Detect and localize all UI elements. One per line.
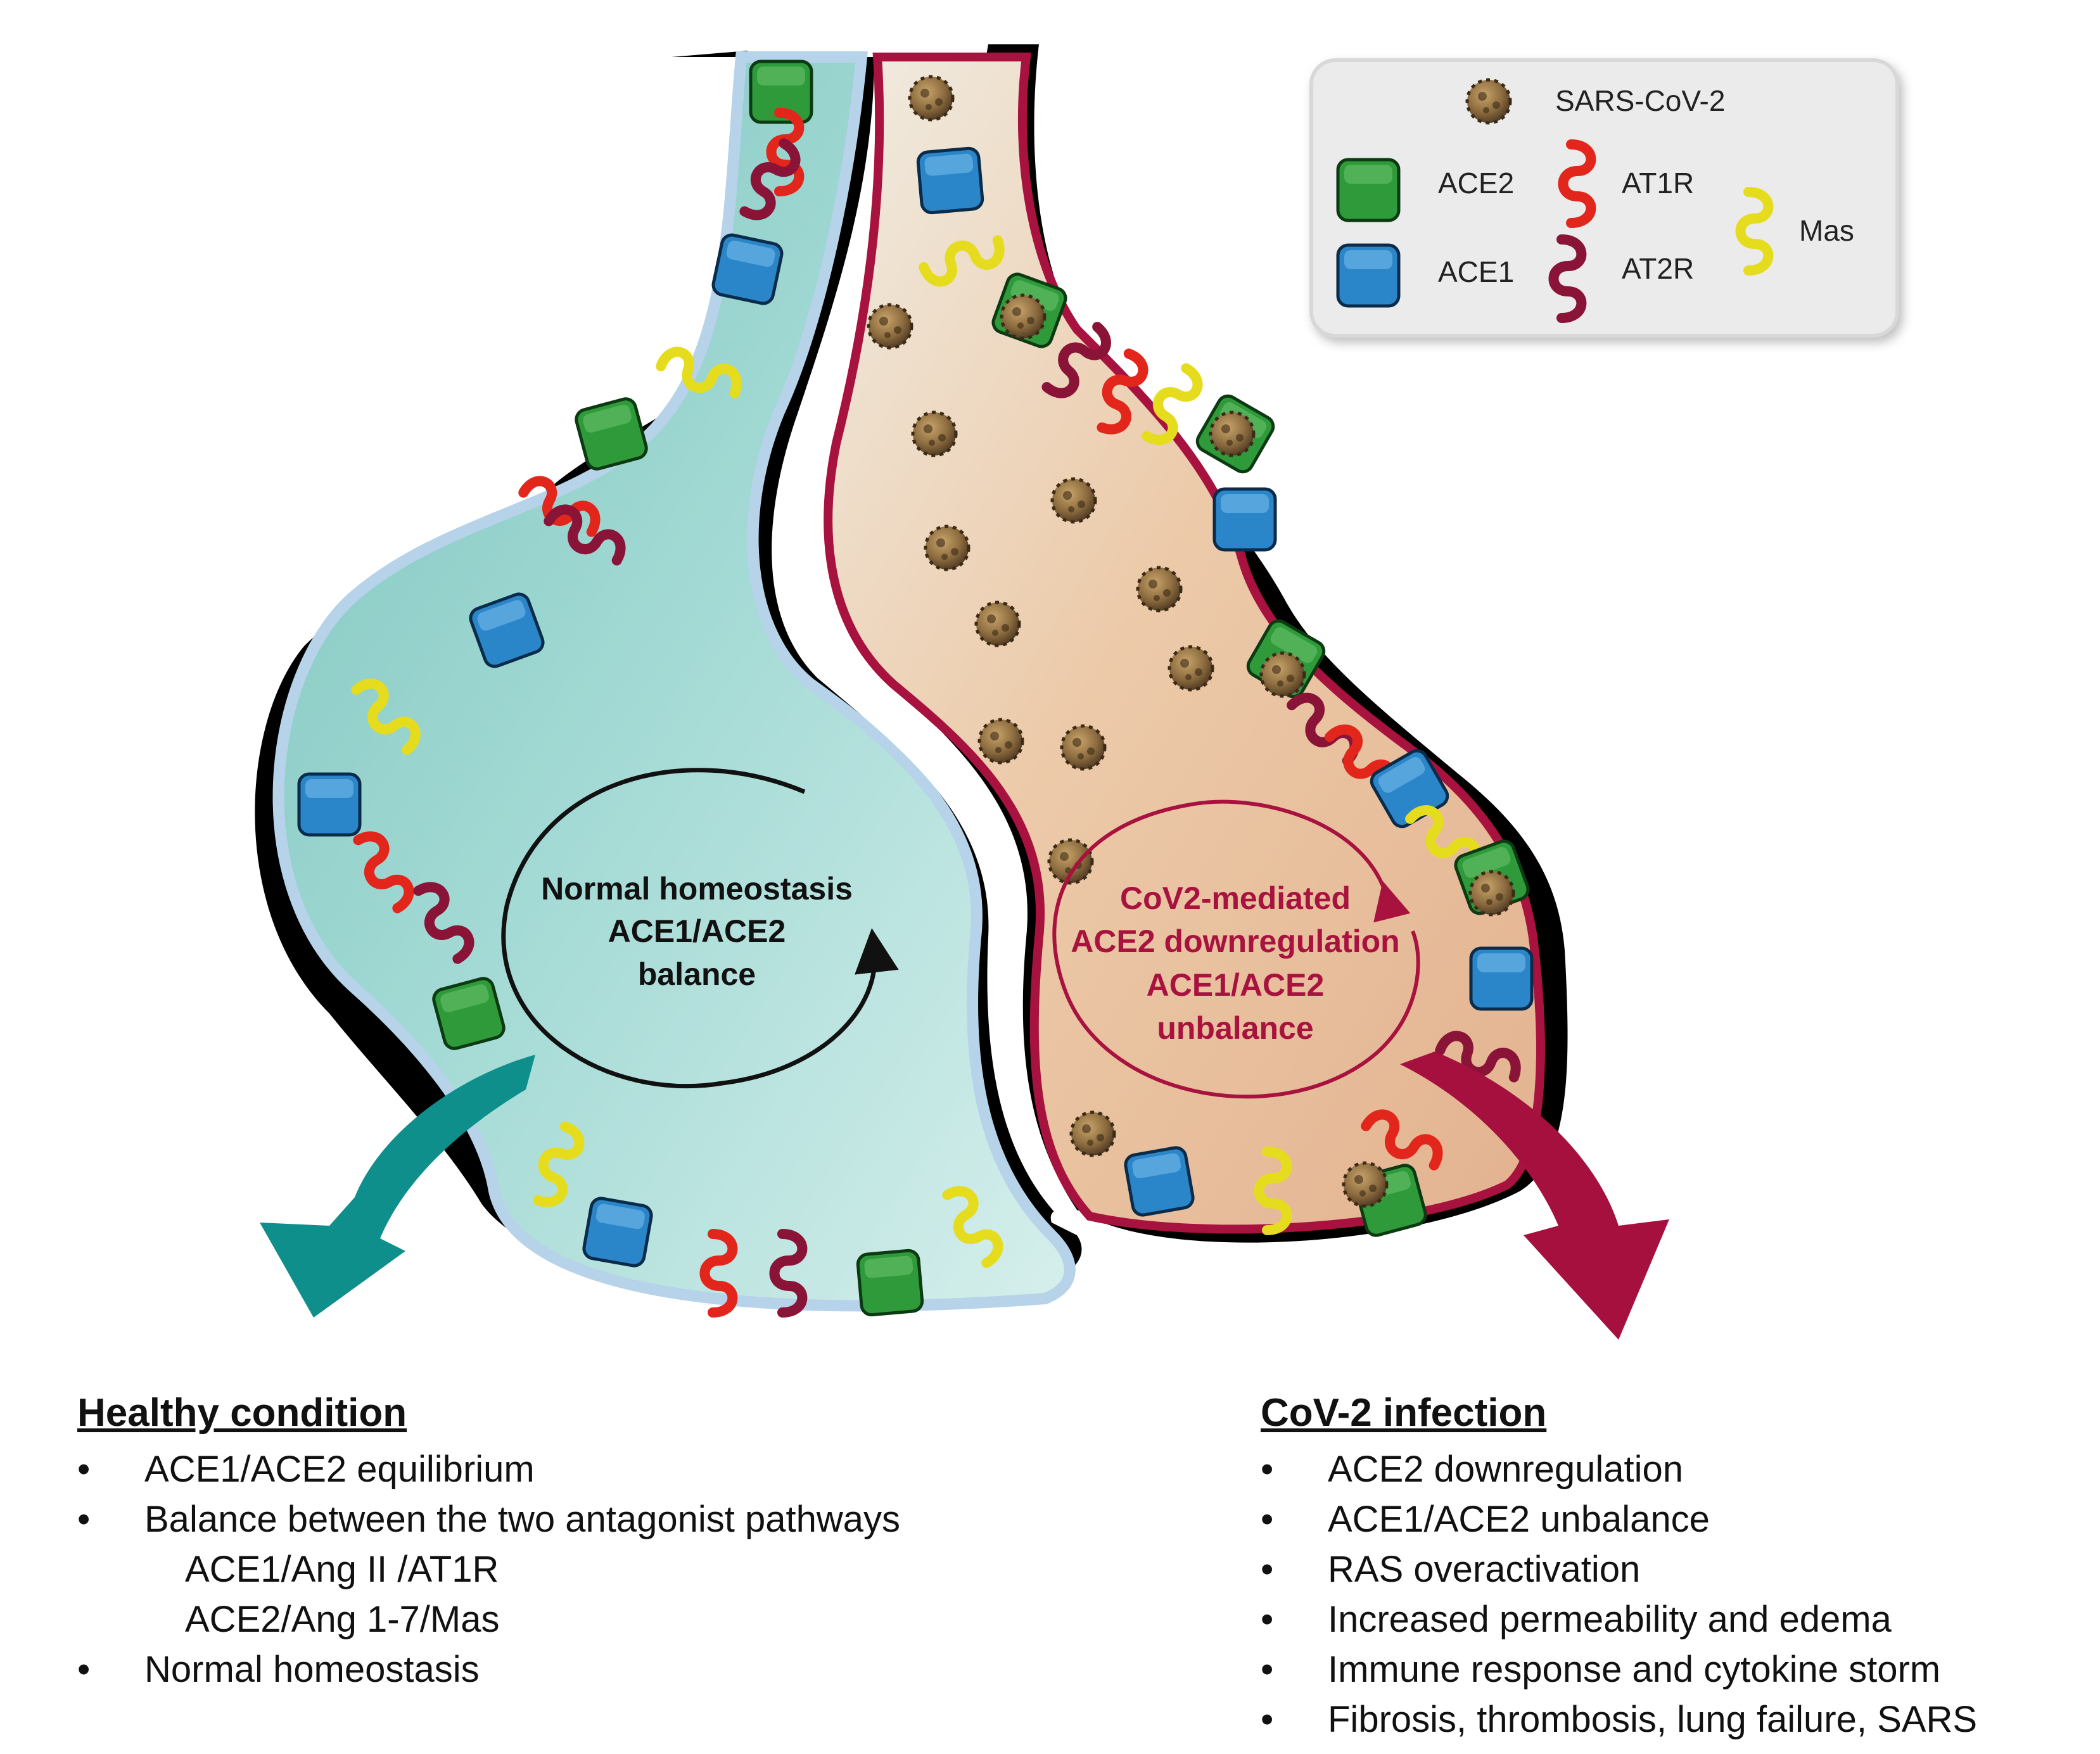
bullet: • xyxy=(1261,1599,1274,1640)
infection-outcome-arrow xyxy=(1400,1052,1669,1340)
healthy-center-label: Normal homeostasis ACE1/ACE2 balance xyxy=(541,871,853,992)
ace1-receptor xyxy=(582,1197,652,1267)
legend-mas-label: Mas xyxy=(1799,214,1854,247)
ace1-receptor xyxy=(917,148,983,213)
list-item: • Increased permeability and edema xyxy=(1261,1594,1977,1644)
list-item-text: ACE2 downregulation xyxy=(1328,1449,1684,1490)
list-item: • ACE2 downregulation xyxy=(1261,1444,1977,1494)
virus-icon xyxy=(1467,80,1510,123)
ace1-receptor xyxy=(1471,948,1532,1009)
center-line: ACE1/ACE2 xyxy=(1147,967,1325,1003)
bullet: • xyxy=(1261,1699,1274,1740)
ace1-receptor xyxy=(711,233,784,305)
ace2-receptor xyxy=(857,1250,923,1316)
healthy-list: • ACE1/ACE2 equilibrium • Balance between … xyxy=(77,1444,900,1694)
bullet: • xyxy=(77,1499,91,1540)
center-line: Normal homeostasis xyxy=(541,871,853,906)
infection-list: • ACE2 downregulation • ACE1/ACE2 unbalanc… xyxy=(1261,1444,1977,1744)
legend-at2r-label: AT2R xyxy=(1622,252,1694,285)
list-item: • RAS overactivation xyxy=(1261,1544,1977,1594)
list-item-text: Normal homeostasis xyxy=(144,1649,480,1690)
list-item: • Fibrosis, thrombosis, lung failure, SAR… xyxy=(1261,1694,1977,1744)
list-item-text: RAS overactivation xyxy=(1328,1549,1641,1590)
healthy-condition-panel: Healthy condition • ACE1/ACE2 equilibrium… xyxy=(77,1390,900,1694)
sub-item-text: ACE1/Ang II /AT1R xyxy=(185,1549,499,1590)
legend-virus-label: SARS-CoV-2 xyxy=(1555,84,1725,117)
list-item-text: Immune response and cytokine storm xyxy=(1328,1649,1941,1690)
infection-panel: CoV-2 infection • ACE2 downregulation • AC… xyxy=(1261,1390,1977,1744)
sub-item: ACE1/Ang II /AT1R xyxy=(77,1544,900,1594)
infected-alveolus xyxy=(824,53,1545,1234)
bullet: • xyxy=(1261,1449,1274,1490)
alveolus-gap xyxy=(772,57,1077,1223)
list-item: • ACE1/ACE2 equilibrium xyxy=(77,1444,900,1494)
center-line: CoV2-mediated xyxy=(1120,880,1351,916)
healthy-title: Healthy condition xyxy=(77,1391,407,1435)
center-line: ACE1/ACE2 xyxy=(608,913,786,949)
list-item: • Balance between the two antagonist path… xyxy=(77,1494,900,1544)
left-cycle-arrow xyxy=(501,768,899,1088)
list-item: • Normal homeostasis xyxy=(77,1644,900,1694)
right-cycle-arrow xyxy=(1052,799,1420,1099)
list-item-text: Fibrosis, thrombosis, lung failure, SARS xyxy=(1328,1699,1978,1740)
ace1-icon xyxy=(1338,245,1399,306)
center-line: balance xyxy=(638,956,756,992)
infection-title: CoV-2 infection xyxy=(1261,1391,1547,1435)
legend-ace1-label: ACE1 xyxy=(1438,255,1514,288)
bullet: • xyxy=(77,1649,91,1690)
ace1-receptor xyxy=(1124,1146,1194,1216)
center-line: ACE2 downregulation xyxy=(1071,924,1399,959)
ace2-receptor xyxy=(574,397,649,471)
list-item-text: Balance between the two antagonist pathw… xyxy=(144,1499,901,1540)
list-item: • Immune response and cytokine storm xyxy=(1261,1644,1977,1694)
center-line: unbalance xyxy=(1157,1010,1313,1046)
bullet: • xyxy=(1261,1649,1274,1690)
bullet: • xyxy=(1261,1499,1274,1540)
infected-center-label: CoV2-mediated ACE2 downregulation ACE1/A… xyxy=(1071,880,1399,1046)
legend: SARS-CoV-2 ACE2 ACE1 AT1R AT2R Mas xyxy=(1309,58,1899,338)
list-item: • ACE1/ACE2 unbalance xyxy=(1261,1494,1977,1544)
list-item-text: ACE1/ACE2 unbalance xyxy=(1328,1499,1710,1540)
ace1-receptor xyxy=(299,774,360,835)
ace1-receptor xyxy=(1214,489,1275,550)
bullet: • xyxy=(77,1449,91,1490)
list-item-text: ACE1/ACE2 equilibrium xyxy=(144,1449,535,1490)
sub-item-text: ACE2/Ang 1-7/Mas xyxy=(185,1599,500,1640)
list-item-text: Increased permeability and edema xyxy=(1328,1599,1892,1640)
ace2-icon xyxy=(1338,160,1399,220)
healthy-outcome-arrow xyxy=(260,1055,535,1318)
legend-at1r-label: AT1R xyxy=(1622,167,1694,200)
legend-ace2-label: ACE2 xyxy=(1438,167,1514,200)
bullet: • xyxy=(1261,1549,1274,1590)
ace2-receptor xyxy=(431,976,506,1051)
sub-item: ACE2/Ang 1-7/Mas xyxy=(77,1594,900,1644)
